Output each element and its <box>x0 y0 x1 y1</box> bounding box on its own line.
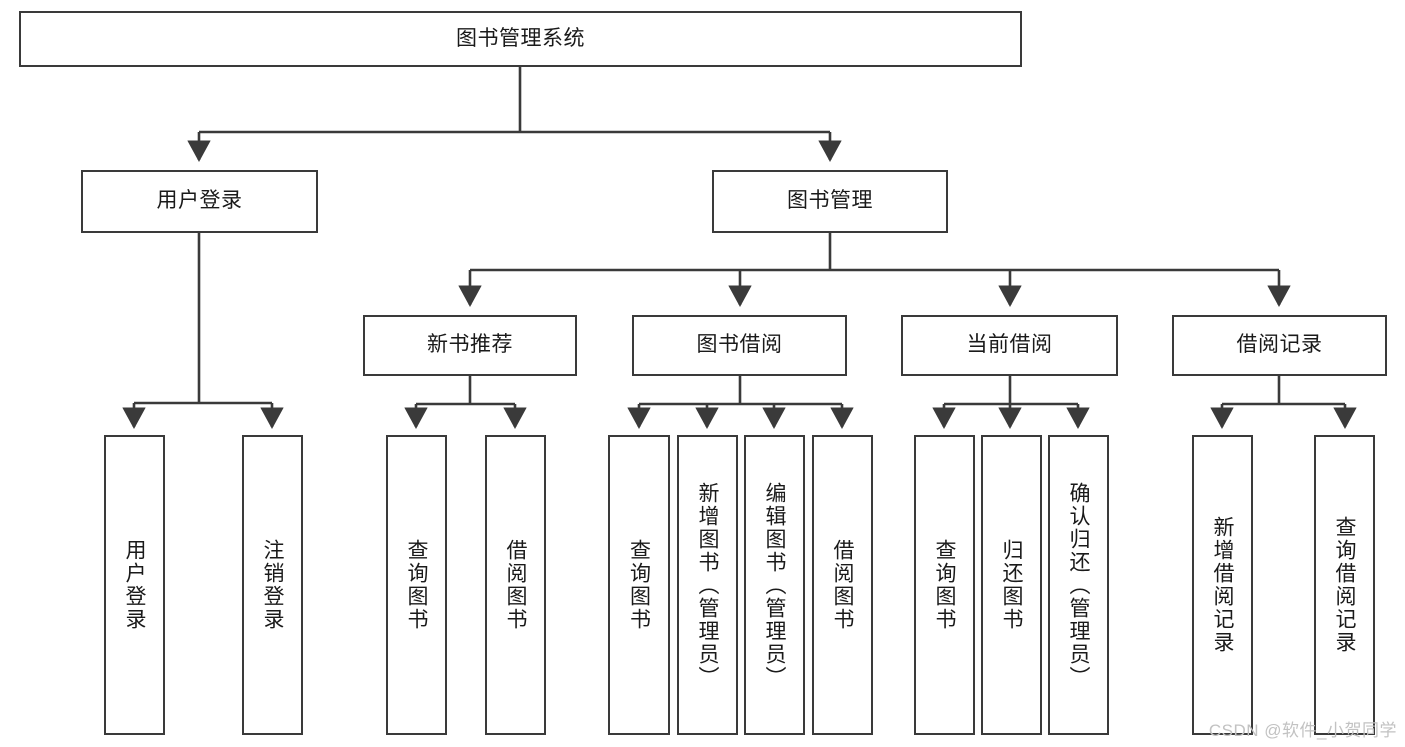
leaf-book-borrow-query-book[interactable]: 查询图书 <box>608 435 670 735</box>
leaf-label: 查询图书 <box>627 539 651 631</box>
node-user-login-label: 用户登录 <box>156 189 243 213</box>
leaf-book-borrow-add-book[interactable]: 新增图书（管理员） <box>677 435 738 735</box>
node-root-label: 图书管理系统 <box>456 26 585 50</box>
leaf-current-borrow-return-book[interactable]: 归还图书 <box>981 435 1042 735</box>
leaf-user-login-login[interactable]: 用户登录 <box>104 435 165 735</box>
leaf-label: 用户登录 <box>123 539 146 631</box>
leaf-borrow-record-query-record[interactable]: 查询借阅记录 <box>1314 435 1375 735</box>
csdn-watermark: CSDN @软件_小贺同学 <box>1208 721 1397 740</box>
leaf-label: 借阅图书 <box>504 539 527 631</box>
node-book-borrow-label: 图书借阅 <box>696 333 783 357</box>
leaf-book-borrow-edit-book[interactable]: 编辑图书（管理员） <box>744 435 805 735</box>
leaf-label: 新增借阅记录 <box>1211 516 1234 654</box>
leaf-label: 确认归还（管理员） <box>1067 481 1090 689</box>
node-book-management-label: 图书管理 <box>787 189 873 213</box>
leaf-label: 新增图书（管理员） <box>696 481 719 689</box>
leaf-new-book-query-book[interactable]: 查询图书 <box>386 435 447 735</box>
node-borrow-record-label: 借阅记录 <box>1236 333 1323 357</box>
leaf-current-borrow-confirm-return[interactable]: 确认归还（管理员） <box>1048 435 1109 735</box>
node-new-book-recommend[interactable]: 新书推荐 <box>363 315 577 376</box>
leaf-current-borrow-query-book[interactable]: 查询图书 <box>914 435 975 735</box>
node-user-login[interactable]: 用户登录 <box>81 170 318 233</box>
node-book-management[interactable]: 图书管理 <box>712 170 948 233</box>
node-new-book-recommend-label: 新书推荐 <box>427 333 513 357</box>
leaf-new-book-borrow-book[interactable]: 借阅图书 <box>485 435 546 735</box>
node-current-borrow[interactable]: 当前借阅 <box>901 315 1118 376</box>
leaf-borrow-record-add-record[interactable]: 新增借阅记录 <box>1192 435 1253 735</box>
leaf-user-login-logout[interactable]: 注销登录 <box>242 435 303 735</box>
leaf-label: 查询图书 <box>405 539 428 631</box>
leaf-label: 借阅图书 <box>831 539 854 631</box>
leaf-label: 归还图书 <box>1000 539 1023 631</box>
leaf-label: 注销登录 <box>261 539 284 631</box>
node-current-borrow-label: 当前借阅 <box>966 333 1053 357</box>
leaf-book-borrow-borrow-book[interactable]: 借阅图书 <box>812 435 873 735</box>
node-root[interactable]: 图书管理系统 <box>19 11 1022 67</box>
node-borrow-record[interactable]: 借阅记录 <box>1172 315 1387 376</box>
node-book-borrow[interactable]: 图书借阅 <box>632 315 847 376</box>
leaf-label: 查询图书 <box>933 539 956 631</box>
leaf-label: 编辑图书（管理员） <box>763 481 786 689</box>
leaf-label: 查询借阅记录 <box>1333 516 1356 654</box>
